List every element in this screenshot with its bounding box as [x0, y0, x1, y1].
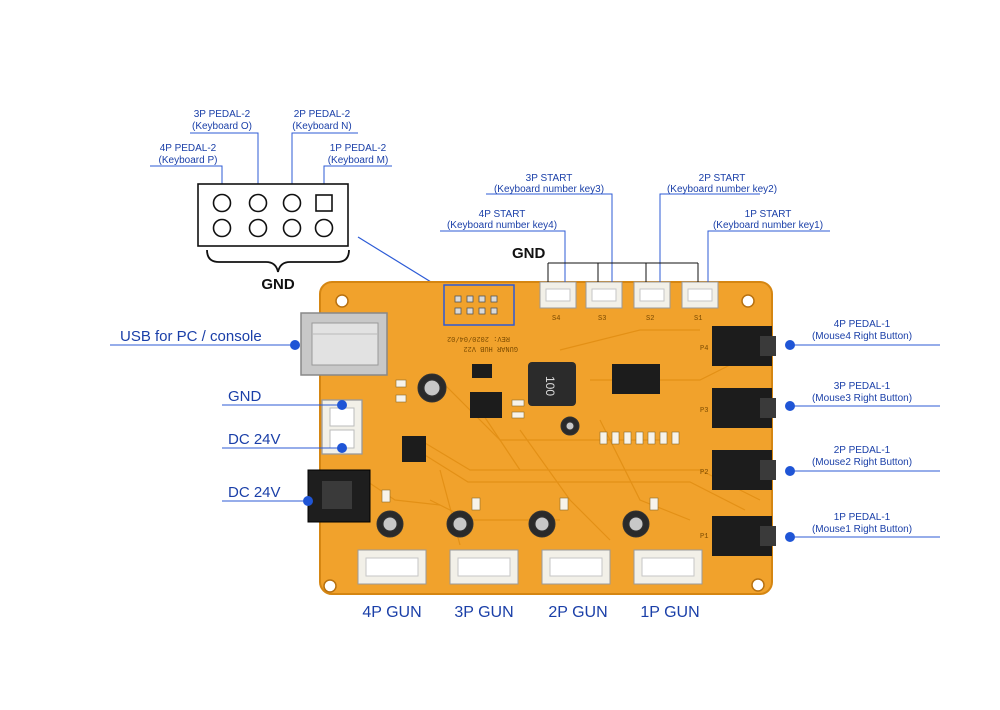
- capacitors: [376, 373, 650, 538]
- silk-s2: S2: [646, 315, 654, 323]
- silk-name: GUNAR HUB V22: [463, 344, 518, 352]
- silk-s1: S1: [694, 315, 702, 323]
- start-4p-key: (Keyboard number key4): [447, 220, 557, 231]
- pedal1-3p-label: 3P PEDAL-1: [834, 381, 891, 392]
- pedal2-gnd-label: GND: [261, 276, 295, 293]
- pedal1-3p-dot-icon: [785, 401, 795, 411]
- pedal1-4p-label: 4P PEDAL-1: [834, 319, 891, 330]
- pedal1-1p-label: 1P PEDAL-1: [834, 512, 891, 523]
- pedal1-2p-label: 2P PEDAL-1: [834, 445, 891, 456]
- gnd-left-label: GND: [228, 388, 262, 405]
- pedal1-4p-dot-icon: [785, 340, 795, 350]
- start-1p-label: 1P START: [745, 209, 792, 220]
- dc-24v-label-1: DC 24V: [228, 431, 281, 448]
- pedal2-header-onboard: [443, 284, 515, 326]
- gun-connector-4p[interactable]: [357, 549, 427, 585]
- dc-24v-label-2: DC 24V: [228, 484, 281, 501]
- svg-text:(Keyboard N): (Keyboard N): [292, 121, 351, 132]
- pedal1-1p-dot-icon: [785, 532, 795, 542]
- svg-text:(Keyboard M): (Keyboard M): [328, 155, 389, 166]
- silk-p1: P1: [700, 533, 708, 541]
- svg-text:3P PEDAL-2: 3P PEDAL-2: [194, 109, 251, 120]
- gun-3p-label: 3P GUN: [454, 604, 513, 621]
- gnd-brace: [206, 249, 350, 273]
- svg-text:(Keyboard P): (Keyboard P): [159, 155, 218, 166]
- gun-4p-label: 4P GUN: [362, 604, 421, 621]
- pedal2-label-1p: 1P PEDAL-2 (Keyboard M): [328, 143, 389, 166]
- inductor: 100: [528, 362, 576, 406]
- silk-p3: P3: [700, 407, 708, 415]
- silk-s3: S3: [598, 315, 606, 323]
- pedal2-label-4p: 4P PEDAL-2 (Keyboard P): [159, 143, 218, 166]
- usb-port[interactable]: [300, 312, 388, 376]
- left-callouts: USB for PC / console GND DC 24V DC 24V: [110, 328, 347, 506]
- pedal1-3p-key: (Mouse3 Right Button): [812, 393, 912, 404]
- pedal1-jack-p4[interactable]: [712, 326, 776, 366]
- start-3p-key: (Keyboard number key3): [494, 184, 604, 195]
- gun-connector-3p[interactable]: [449, 549, 519, 585]
- smd-parts: [381, 379, 680, 511]
- pedal2-label-2p: 2P PEDAL-2 (Keyboard N): [292, 109, 351, 132]
- gun-2p-label: 2P GUN: [548, 604, 607, 621]
- dc1-dot-icon: [337, 443, 347, 453]
- start-connector-s4[interactable]: [539, 281, 577, 309]
- start-connector-s1[interactable]: [681, 281, 719, 309]
- start-gnd-label: GND: [512, 245, 546, 262]
- pedal1-jack-p3[interactable]: [712, 388, 776, 428]
- ic-chips: [402, 364, 660, 462]
- start-1p-key: (Keyboard number key1): [713, 220, 823, 231]
- start-4p-label: 4P START: [479, 209, 526, 220]
- svg-text:2P PEDAL-2: 2P PEDAL-2: [294, 109, 351, 120]
- silk-p4: P4: [700, 345, 708, 353]
- start-connector-s3[interactable]: [585, 281, 623, 309]
- pcb-board: REV: 2020/04/02 GUNAR HUB V22: [300, 281, 776, 595]
- gun-1p-label: 1P GUN: [640, 604, 699, 621]
- dc-barrel-jack[interactable]: [307, 469, 371, 523]
- start-connector-s2[interactable]: [633, 281, 671, 309]
- usb-dot-icon: [290, 340, 300, 350]
- gun-connector-2p[interactable]: [541, 549, 611, 585]
- start-3p-label: 3P START: [526, 173, 573, 184]
- dc2-dot-icon: [303, 496, 313, 506]
- pedal1-4p-key: (Mouse4 Right Button): [812, 331, 912, 342]
- gun-labels: 4P GUN 3P GUN 2P GUN 1P GUN: [362, 604, 699, 621]
- gnd-dot-icon: [337, 400, 347, 410]
- pedal1-jack-p2[interactable]: [712, 450, 776, 490]
- left-callout-dots: [290, 340, 347, 506]
- pedal1-1p-key: (Mouse1 Right Button): [812, 524, 912, 535]
- pedal1-2p-key: (Mouse2 Right Button): [812, 457, 912, 468]
- usb-label: USB for PC / console: [120, 328, 262, 345]
- start-callouts: GND 4P START (Keyboard number key4) 3P S…: [440, 173, 830, 282]
- silk-p2: P2: [700, 469, 708, 477]
- start-2p-label: 2P START: [699, 173, 746, 184]
- svg-text:100: 100: [543, 376, 557, 396]
- pedal1-jack-p1[interactable]: [712, 516, 776, 556]
- silk-s4: S4: [552, 315, 560, 323]
- pedal2-pins: [212, 193, 334, 238]
- pedal2-header-zoom: 4P PEDAL-2 (Keyboard P) 3P PEDAL-2 (Keyb…: [150, 109, 445, 293]
- gun-connector-1p[interactable]: [633, 549, 703, 585]
- svg-text:4P PEDAL-2: 4P PEDAL-2: [160, 143, 217, 154]
- start-2p-key: (Keyboard number key2): [667, 184, 777, 195]
- silk-rev: REV: 2020/04/02: [447, 334, 510, 342]
- pedal1-2p-dot-icon: [785, 466, 795, 476]
- pedal1-callouts: 4P PEDAL-1 (Mouse4 Right Button) 3P PEDA…: [785, 319, 940, 542]
- svg-text:1P PEDAL-2: 1P PEDAL-2: [330, 143, 387, 154]
- pedal2-label-3p: 3P PEDAL-2 (Keyboard O): [192, 109, 252, 132]
- svg-text:(Keyboard O): (Keyboard O): [192, 121, 252, 132]
